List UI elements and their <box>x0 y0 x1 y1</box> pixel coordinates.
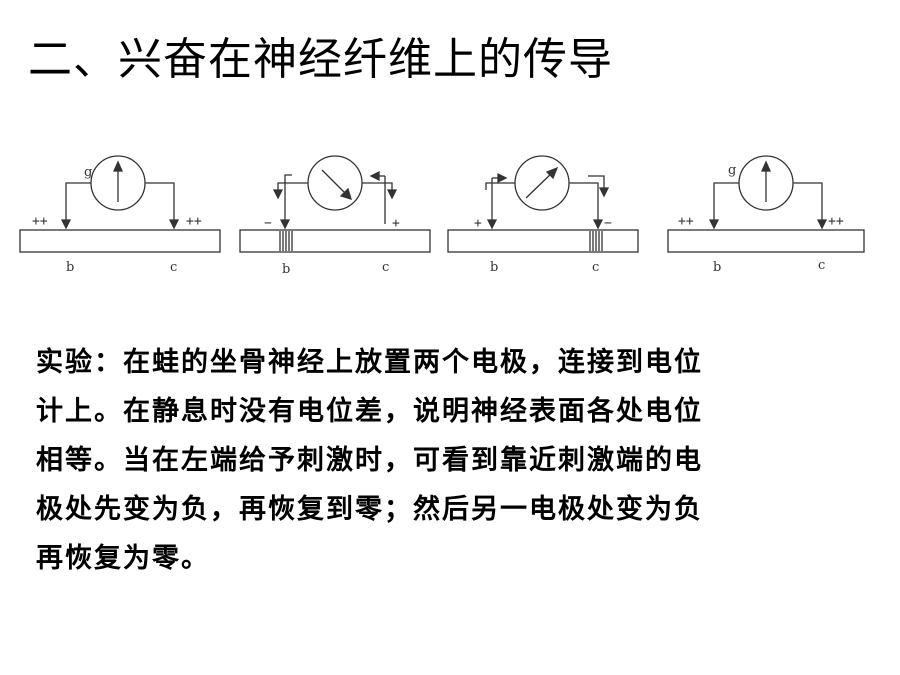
paragraph-line: 再恢复为零。 <box>36 543 210 574</box>
panel-3-point-b: b <box>490 260 498 275</box>
nerve-fiber <box>667 229 865 253</box>
paragraph-line: 实验：在蛙的坐骨神经上放置两个电极，连接到电位 <box>36 347 703 378</box>
panel-3-left-sign: + <box>474 216 482 231</box>
panel-4-left-sign: ++ <box>678 214 694 229</box>
nerve-conduction-diagram: g ++ ++ b c − + b c + − b c g ++ ++ b c <box>19 155 865 277</box>
panel-1-left-sign: ++ <box>32 214 48 229</box>
panel-2-point-c: c <box>382 260 389 275</box>
panel-3-right-sign: − <box>604 216 612 231</box>
panel-2-left-negative <box>239 155 431 253</box>
panel-4-point-c: c <box>818 258 825 273</box>
panel-1-right-sign: ++ <box>186 214 202 229</box>
experiment-description: 实验：在蛙的坐骨神经上放置两个电极，连接到电位 计上。在静息时没有电位差，说明神… <box>36 338 856 583</box>
panel-1-point-c: c <box>170 260 177 275</box>
paragraph-line: 相等。当在左端给予刺激时，可看到靠近刺激端的电 <box>36 445 703 476</box>
nerve-fiber <box>19 229 221 253</box>
panel-4-meter-label: g <box>728 163 736 178</box>
panel-3-point-c: c <box>592 260 599 275</box>
nerve-fiber <box>447 229 639 253</box>
nerve-conduction-figure: g ++ ++ b c − + b c + − b c g ++ ++ b c <box>0 140 900 290</box>
panel-4-right-sign: ++ <box>828 214 844 229</box>
paragraph-line: 极处先变为负，再恢复到零；然后另一电极处变为负 <box>36 494 703 525</box>
panel-4-point-b: b <box>713 260 721 275</box>
nerve-fiber <box>239 229 431 253</box>
slide-title: 二、兴奋在神经纤维上的传导 <box>28 34 613 85</box>
panel-4-recovered <box>667 155 865 253</box>
panel-1-meter-label: g <box>84 165 92 180</box>
panel-3-right-negative <box>447 155 639 253</box>
paragraph-line: 计上。在静息时没有电位差，说明神经表面各处电位 <box>36 396 703 427</box>
panel-1-resting <box>19 155 221 253</box>
panel-2-point-b: b <box>282 262 290 277</box>
panel-2-right-sign: + <box>392 216 400 231</box>
panel-2-left-sign: − <box>264 216 272 231</box>
panel-1-point-b: b <box>66 260 74 275</box>
